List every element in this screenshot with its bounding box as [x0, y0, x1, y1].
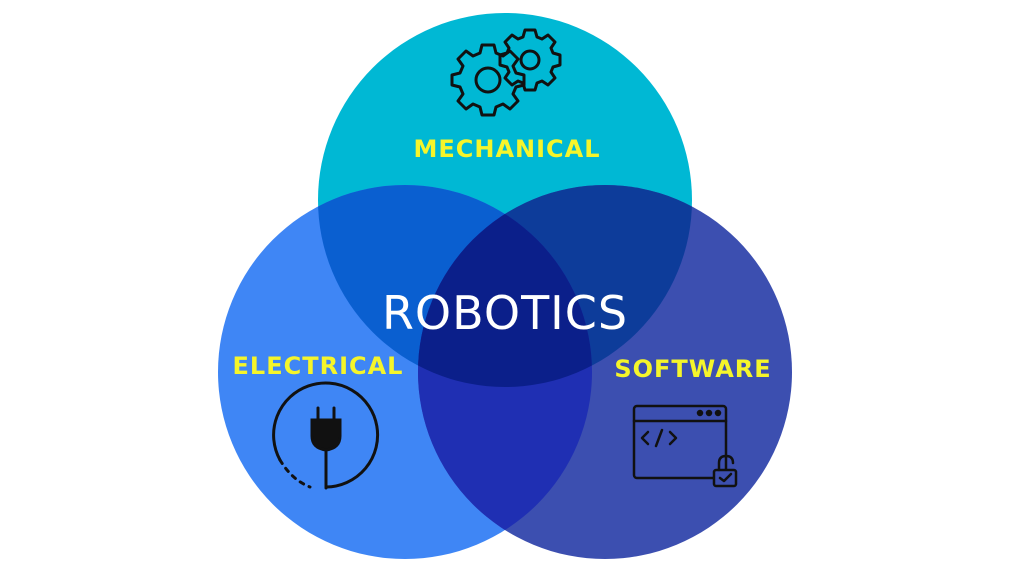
label-electrical: ELECTRICAL: [232, 352, 404, 380]
center-label-robotics: ROBOTICS: [381, 286, 629, 340]
label-software: SOFTWARE: [614, 355, 772, 383]
overlap-all: [418, 185, 592, 387]
label-mechanical: MECHANICAL: [413, 135, 601, 163]
